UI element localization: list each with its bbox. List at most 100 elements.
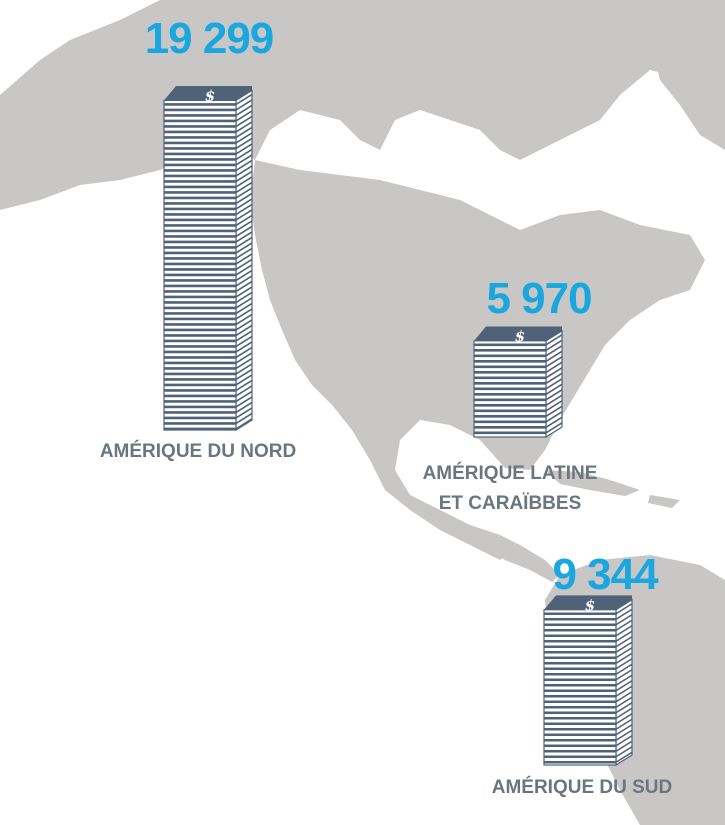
bill-stripe-side [235, 165, 253, 177]
bill-stripe-side [235, 143, 253, 155]
bill-stripe-side [235, 209, 253, 221]
category-label: ET CARAÏBBES [439, 493, 582, 514]
stack-bar: $ [163, 86, 253, 432]
bill-stripe-side [235, 396, 253, 408]
bill-stripe-side [545, 345, 563, 357]
bill-stripe-side [235, 181, 253, 194]
stack-top [474, 326, 562, 341]
bill-stripe-side [235, 203, 253, 216]
bill-stripe-side [235, 330, 253, 342]
bill-stripe-side [615, 652, 633, 664]
bill-stripe-side [545, 350, 563, 363]
bill-stripe-side [235, 412, 253, 425]
bill-stripe-side [235, 121, 253, 133]
bill-stripe-side [235, 253, 253, 265]
bill-stripe-side [545, 411, 563, 423]
bill-stripe-side [615, 685, 633, 697]
bill-stripe-side [235, 374, 253, 386]
bill-stripe-side [545, 400, 563, 412]
bill-stripe-side [235, 99, 253, 111]
bill-stripe-side [545, 367, 563, 379]
bill-stripe-side [235, 269, 253, 282]
bill-stripe-side [545, 422, 563, 434]
bill-stripe-side [235, 418, 253, 430]
bill-stripe-side [235, 308, 253, 320]
bill-stripe-side [235, 242, 253, 254]
stack-bar: $ [473, 326, 563, 439]
bill-stripe-side [615, 740, 633, 752]
bill-stripe-side [235, 247, 253, 260]
bill-stripe-side [545, 339, 563, 352]
bill-stripe-side [235, 176, 253, 188]
bill-stripe-side [235, 385, 253, 397]
bill-stripe-side [545, 361, 563, 374]
bill-stripe-side [235, 159, 253, 172]
bill-stripe-side [615, 636, 633, 648]
dollar-icon: $ [205, 87, 215, 105]
bill-stripe-side [615, 718, 633, 730]
bill-stripe-side [235, 110, 253, 122]
bill-stripe-side [235, 324, 253, 337]
bill-stripe-side [545, 334, 563, 346]
bill-stripe-side [615, 603, 633, 615]
bill-stripe-side [545, 378, 563, 390]
bill-stripe-side [235, 264, 253, 276]
bill-stripe-side [235, 93, 253, 106]
value-label: 5 970 [486, 274, 591, 323]
bill-stripe-side [235, 286, 253, 298]
bill-stripe-side [545, 405, 563, 418]
bill-stripe-side [615, 729, 633, 741]
bill-stripe-side [545, 389, 563, 401]
bill-stripe-side [235, 407, 253, 419]
bill-stripe-side [235, 313, 253, 326]
bill-stripe-side [235, 291, 253, 304]
bill-stripe-side [235, 390, 253, 403]
bill-stripe-side [615, 630, 633, 642]
bill-stripe-side [615, 751, 633, 763]
bill-stripe-side [235, 236, 253, 249]
bill-stripe-side [235, 187, 253, 199]
bill-stripe-side [615, 713, 633, 725]
stack-top [544, 595, 632, 610]
bill-stripe-side [615, 691, 633, 703]
bill-stripe-side [235, 225, 253, 238]
bill-stripe-side [235, 126, 253, 139]
value-label: 19 299 [145, 14, 274, 63]
bill-stripe-side [235, 352, 253, 364]
bill-stripe-side [235, 220, 253, 232]
bill-stripe-side [615, 707, 633, 719]
bill-stripe-side [235, 335, 253, 348]
bill-stripe-side [235, 214, 253, 227]
bill-stripe-side [235, 115, 253, 128]
bill-stripe-side [235, 198, 253, 210]
bill-stripe-side [235, 137, 253, 150]
bill-stripe-side [235, 170, 253, 183]
bill-stripe-side [235, 132, 253, 144]
bill-stripe-side [615, 663, 633, 675]
bill-stripe-side [615, 647, 633, 659]
bill-stripe-side [235, 104, 253, 117]
bill-stripe-side [235, 357, 253, 370]
value-label: 9 344 [552, 550, 659, 599]
bill-stripe-side [615, 619, 633, 631]
bill-stripe-side [235, 363, 253, 375]
category-label: AMÉRIQUE LATINE [423, 462, 598, 484]
bill-stripe-side [615, 680, 633, 692]
bill-stripe-side [235, 319, 253, 331]
bill-stripe-side [545, 394, 563, 407]
bill-stripe-side [615, 625, 633, 637]
bill-stripe-side [235, 401, 253, 414]
bill-stripe-side [545, 416, 563, 429]
bill-stripe-side [235, 302, 253, 315]
bill-stripe-side [615, 641, 633, 653]
stack-front [543, 609, 617, 766]
dollar-icon: $ [515, 327, 525, 345]
bill-stripe-side [235, 231, 253, 243]
bill-stripe-side [235, 379, 253, 392]
bill-stripe-side [615, 746, 633, 758]
bill-stripe-side [615, 658, 633, 670]
bill-stripe-side [235, 154, 253, 166]
bill-stripe-side [235, 258, 253, 271]
